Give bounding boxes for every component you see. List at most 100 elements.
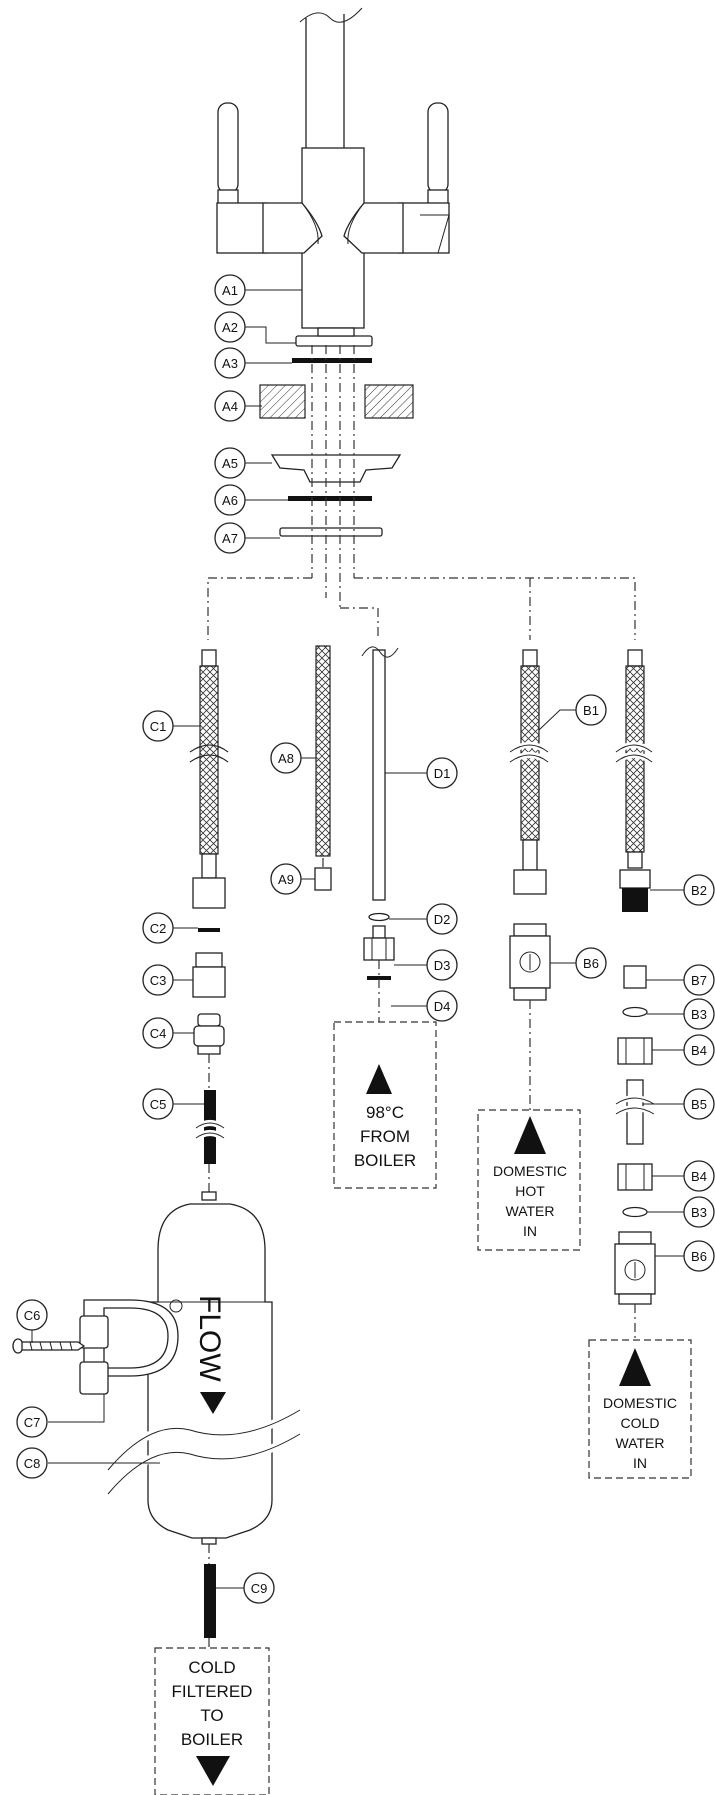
part-c7-bracket [79, 1299, 183, 1395]
callout-c6: C6 [16, 1299, 48, 1331]
callout-c1: C1 [142, 710, 174, 742]
svg-text:BOILER: BOILER [181, 1730, 243, 1749]
part-a9-insert [314, 867, 332, 891]
callout-b3-bottom: B3 [683, 1196, 715, 1228]
callout-b2: B2 [683, 874, 715, 906]
callout-a2: A2 [214, 311, 246, 343]
svg-text:A5: A5 [222, 456, 238, 471]
callout-b6-cold: B6 [683, 1240, 715, 1272]
part-d3-adaptor [363, 925, 395, 961]
part-a8-spring [315, 645, 331, 857]
part-c9-tube [204, 1564, 216, 1638]
box-boiler-hot: 98°C FROM BOILER [333, 1021, 437, 1189]
svg-text:IN: IN [523, 1223, 537, 1239]
callout-b7: B7 [683, 964, 715, 996]
svg-text:COLD: COLD [621, 1415, 660, 1431]
part-d2-clip [368, 912, 390, 922]
part-b3-olive-bottom [622, 1206, 648, 1218]
callout-a6: A6 [214, 484, 246, 516]
callout-d2: D2 [426, 903, 458, 935]
callout-c9: C9 [243, 1572, 275, 1604]
part-a5-plate [270, 454, 402, 483]
filter-flow-label: FLOW [193, 1295, 226, 1382]
callout-b4-top: B4 [683, 1034, 715, 1066]
svg-text:DOMESTIC: DOMESTIC [603, 1395, 677, 1411]
svg-text:BOILER: BOILER [354, 1151, 416, 1170]
svg-text:HOT: HOT [515, 1183, 545, 1199]
svg-text:C4: C4 [150, 1026, 167, 1041]
svg-text:IN: IN [633, 1455, 647, 1471]
svg-text:WATER: WATER [616, 1435, 665, 1451]
svg-text:A8: A8 [278, 751, 294, 766]
part-d4-washer [367, 976, 391, 980]
callout-d3: D3 [426, 949, 458, 981]
callout-c7: C7 [16, 1406, 48, 1438]
part-a6-gasket [288, 496, 372, 501]
callout-a1: A1 [214, 274, 246, 306]
svg-text:C7: C7 [24, 1415, 41, 1430]
callout-c5: C5 [142, 1088, 174, 1120]
part-b2-adaptor [619, 869, 651, 912]
part-b3-olive-top [622, 1006, 648, 1018]
svg-text:98°C: 98°C [366, 1103, 404, 1122]
svg-text:A4: A4 [222, 399, 238, 414]
part-a4-worktop [259, 384, 414, 419]
part-b-cold-hose [614, 649, 654, 869]
callout-c2: C2 [142, 912, 174, 944]
svg-text:D4: D4 [434, 999, 451, 1014]
callout-b5: B5 [683, 1088, 715, 1120]
part-d1-pipe [361, 646, 399, 901]
svg-text:B6: B6 [583, 956, 599, 971]
part-a7-backnut [279, 527, 383, 537]
svg-text:C6: C6 [24, 1308, 41, 1323]
part-a2-washer [295, 335, 373, 347]
svg-text:FILTERED: FILTERED [172, 1682, 253, 1701]
svg-text:A7: A7 [222, 531, 238, 546]
callout-c8: C8 [16, 1447, 48, 1479]
svg-text:TO: TO [200, 1706, 223, 1725]
part-b7-insert [623, 965, 647, 989]
svg-text:C8: C8 [24, 1456, 41, 1471]
svg-text:B7: B7 [691, 973, 707, 988]
svg-text:B6: B6 [691, 1249, 707, 1264]
svg-text:D1: D1 [434, 766, 451, 781]
callout-b6-hot: B6 [575, 947, 607, 979]
callout-c3: C3 [142, 964, 174, 996]
svg-text:C5: C5 [150, 1097, 167, 1112]
callout-b1: B1 [575, 694, 607, 726]
part-c4-connector [193, 1013, 225, 1055]
leader-lines [31, 289, 685, 1589]
callout-a5: A5 [214, 447, 246, 479]
svg-text:A9: A9 [278, 872, 294, 887]
svg-text:A2: A2 [222, 320, 238, 335]
part-c8-filter: FLOW [104, 1191, 303, 1545]
part-c1-hose [189, 649, 229, 909]
part-b1-hose [508, 649, 550, 895]
svg-text:D2: D2 [434, 912, 451, 927]
callout-c4: C4 [142, 1017, 174, 1049]
callout-b4-bottom: B4 [683, 1160, 715, 1192]
tap-body [216, 7, 450, 329]
callout-a3: A3 [214, 347, 246, 379]
part-b5-pipe [614, 1079, 656, 1145]
callout-b3-top: B3 [683, 998, 715, 1030]
svg-text:B3: B3 [691, 1007, 707, 1022]
svg-text:FROM: FROM [360, 1127, 410, 1146]
box-domestic-cold: DOMESTIC COLD WATER IN [588, 1339, 692, 1479]
part-c3-adaptor [192, 952, 226, 998]
svg-text:A6: A6 [222, 493, 238, 508]
callout-d4: D4 [426, 990, 458, 1022]
svg-text:C2: C2 [150, 921, 167, 936]
svg-text:B4: B4 [691, 1043, 707, 1058]
svg-text:A3: A3 [222, 356, 238, 371]
svg-text:WATER: WATER [506, 1203, 555, 1219]
svg-text:C9: C9 [251, 1581, 268, 1596]
svg-text:B2: B2 [691, 883, 707, 898]
part-b6-valve-hot [509, 923, 551, 1001]
svg-text:D3: D3 [434, 958, 451, 973]
part-b4-nut-top [617, 1037, 653, 1065]
svg-text:B3: B3 [691, 1205, 707, 1220]
svg-text:B5: B5 [691, 1097, 707, 1112]
part-c6-screw [12, 1338, 86, 1354]
part-b6-valve-cold [614, 1231, 656, 1305]
